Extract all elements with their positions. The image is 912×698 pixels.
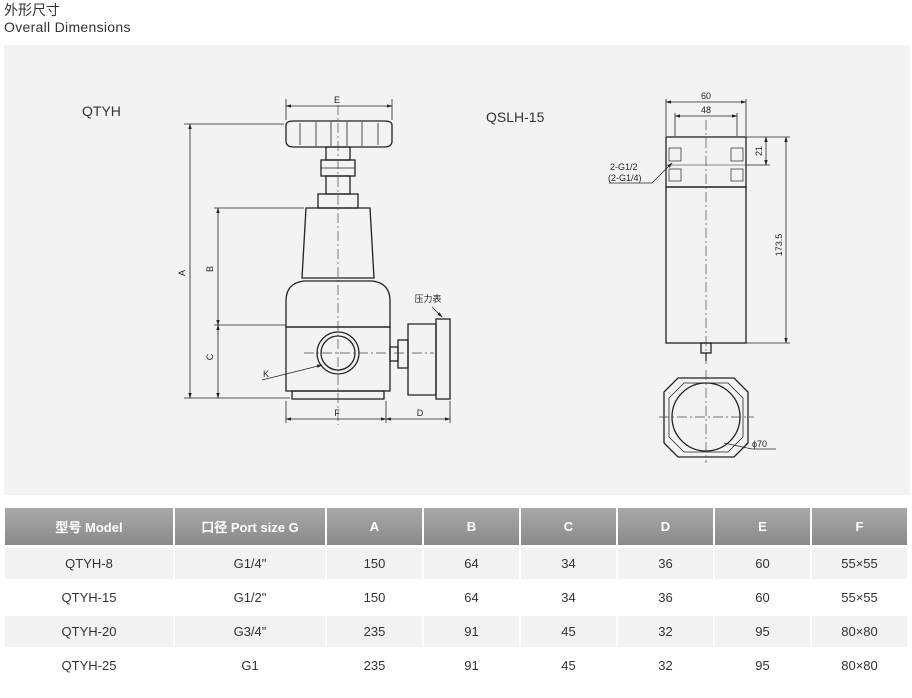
diameter-label: ϕ70 <box>752 439 767 449</box>
dim-c-label: C <box>205 353 215 360</box>
right-model-label: QSLH-15 <box>486 109 545 125</box>
cell-a: 235 <box>327 616 422 647</box>
cell-c: 45 <box>521 650 616 681</box>
qtyh-regulator-drawing <box>285 120 451 400</box>
cell-f: 80×80 <box>812 616 907 647</box>
header-port-size: 口径 Port size G <box>175 508 325 545</box>
cell-a: 150 <box>327 548 422 579</box>
header-f: F <box>812 508 907 545</box>
header-b: B <box>424 508 519 545</box>
cell-model: QTYH-8 <box>5 548 173 579</box>
cell-model: QTYH-15 <box>5 582 173 613</box>
header-model: 型号 Model <box>5 508 173 545</box>
technical-drawing: QTYH <box>82 91 790 463</box>
cell-f: 80×80 <box>812 650 907 681</box>
cell-a: 150 <box>327 582 422 613</box>
dim-width-outer: 60 <box>701 91 711 101</box>
cell-port: G3/4" <box>175 616 325 647</box>
header-e: E <box>715 508 810 545</box>
cell-f: 55×55 <box>812 548 907 579</box>
cell-e: 60 <box>715 548 810 579</box>
table-row: QTYH-15 G1/2" 150 64 34 36 60 55×55 <box>5 582 907 613</box>
table-header-row: 型号 Model 口径 Port size G A B C D E F <box>5 508 907 545</box>
cell-e: 60 <box>715 582 810 613</box>
cell-port: G1 <box>175 650 325 681</box>
cell-d: 36 <box>618 548 713 579</box>
section-title: 外形尺寸 Overall Dimensions <box>4 3 131 35</box>
cell-c: 34 <box>521 582 616 613</box>
dimensions-table-wrapper: 型号 Model 口径 Port size G A B C D E F QTYH… <box>3 505 909 684</box>
port-size-label: 2-G1/2 <box>610 162 638 172</box>
title-chinese: 外形尺寸 <box>4 3 60 19</box>
dim-k-label: K <box>263 369 269 379</box>
cell-d: 32 <box>618 650 713 681</box>
header-d: D <box>618 508 713 545</box>
header-c: C <box>521 508 616 545</box>
cell-b: 91 <box>424 650 519 681</box>
cell-port: G1/4" <box>175 548 325 579</box>
cell-d: 36 <box>618 582 713 613</box>
left-model-label: QTYH <box>82 103 121 119</box>
table-row: QTYH-8 G1/4" 150 64 34 36 60 55×55 <box>5 548 907 579</box>
cell-e: 95 <box>715 650 810 681</box>
dimension-drawing-panel: QTYH <box>4 45 910 495</box>
title-english: Overall Dimensions <box>4 19 131 35</box>
table-row: QTYH-20 G3/4" 235 91 45 32 95 80×80 <box>5 616 907 647</box>
cell-b: 64 <box>424 548 519 579</box>
cell-model: QTYH-20 <box>5 616 173 647</box>
cell-f: 55×55 <box>812 582 907 613</box>
dim-total-height: 173.5 <box>774 234 784 257</box>
cell-c: 45 <box>521 616 616 647</box>
cell-d: 32 <box>618 616 713 647</box>
dim-d-label: D <box>417 408 424 418</box>
cell-c: 34 <box>521 548 616 579</box>
cell-b: 91 <box>424 616 519 647</box>
port-size-alt-label: (2-G1/4) <box>608 173 642 183</box>
dim-f-label: F <box>334 408 340 418</box>
dim-width-inner: 48 <box>701 105 711 115</box>
cell-e: 95 <box>715 616 810 647</box>
cell-port: G1/2" <box>175 582 325 613</box>
cell-model: QTYH-25 <box>5 650 173 681</box>
cell-b: 64 <box>424 582 519 613</box>
dim-a-label: A <box>177 270 187 276</box>
dim-b-label: B <box>205 266 215 272</box>
dim-e-label: E <box>334 95 340 105</box>
dimensions-table: 型号 Model 口径 Port size G A B C D E F QTYH… <box>3 505 909 684</box>
dim-top-height: 21 <box>754 146 764 156</box>
gauge-label: 压力表 <box>414 293 441 305</box>
table-row: QTYH-25 G1 235 91 45 32 95 80×80 <box>5 650 907 681</box>
header-a: A <box>327 508 422 545</box>
cell-a: 235 <box>327 650 422 681</box>
